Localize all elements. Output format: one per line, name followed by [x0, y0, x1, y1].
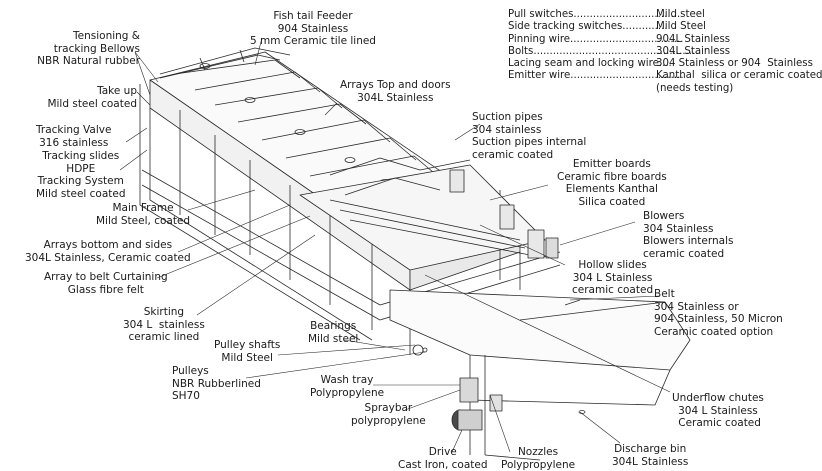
materials-row: Emitter wire............................…	[508, 70, 822, 95]
materials-row: Bolts...................................…	[508, 46, 806, 58]
label-pulley-shafts: Pulley shafts Mild Steel	[214, 339, 281, 364]
materials-material: Mild Steel	[656, 21, 706, 33]
main-frame	[139, 84, 561, 355]
label-pulleys: Pulleys NBR Rubberlined SH70	[172, 365, 261, 402]
materials-part: Pull switches...........................…	[508, 9, 681, 20]
label-blowers: Blowers 304 Stainless Blowers internals …	[643, 210, 734, 260]
label-nozzles: Nozzles Polypropylene	[501, 446, 576, 471]
materials-material: 304 Stainless or 904 Stainless	[656, 58, 813, 70]
label-tracking-slides: Tracking slides HDPE Tracking System Mil…	[36, 150, 126, 200]
label-hollow-slides: Hollow slides 304 L Stainless ceramic co…	[572, 259, 654, 296]
label-curtaining: Array to belt Curtaining Glass fibre fel…	[44, 271, 168, 296]
materials-part: Emitter wire............................…	[508, 70, 684, 82]
label-wash-tray: Wash tray Polypropylene	[310, 374, 385, 399]
materials-row: Lacing seam and locking wire.... 304 Sta…	[508, 58, 813, 70]
materials-row: Pinning wire............................…	[508, 34, 806, 46]
label-discharge-bin: Discharge bin 304L Stainless	[612, 443, 689, 468]
materials-row: Side tracking switches.............. Mil…	[508, 21, 806, 33]
label-drive: Drive Cast Iron, coated	[398, 446, 488, 471]
materials-part: Pinning wire............................…	[508, 33, 684, 45]
label-underflow-chutes: Underflow chutes 304 L Stainless Ceramic…	[672, 392, 764, 429]
materials-material: Kanthal silica or ceramic coated (needs …	[656, 70, 822, 94]
materials-material: Mild steel	[656, 9, 705, 20]
label-tensioning-bellows: Tensioning & tracking Bellows NBR Natura…	[37, 30, 140, 67]
label-belt: Belt 304 Stainless or 904 Stainless, 50 …	[654, 288, 783, 338]
drive-unit	[412, 344, 503, 431]
leader-lines	[119, 37, 671, 453]
feeder	[159, 47, 291, 79]
materials-material: 304L Stainless	[656, 45, 731, 57]
label-take-up: Take up Mild steel coated	[47, 85, 137, 110]
blowers	[449, 169, 559, 259]
label-skirting: Skirting 304 L stainless ceramic lined	[123, 306, 205, 343]
label-arrays-bottom: Arrays bottom and sides 304L Stainless, …	[25, 239, 191, 264]
lower-array	[299, 157, 546, 271]
label-bearings: Bearings Mild steel	[308, 320, 359, 345]
label-emitter-boards: Emitter boards Ceramic fibre boards Elem…	[557, 158, 667, 208]
materials-part: Bolts...................................…	[508, 45, 699, 57]
label-arrays-top: Arrays Top and doors 304L Stainless	[340, 79, 451, 104]
label-main-frame: Main Frame Mild Steel, coated	[96, 202, 191, 227]
materials-material: 904L Stainless	[656, 33, 731, 45]
materials-row: Pull switches...........................…	[508, 9, 806, 21]
label-tracking-valve: Tracking Valve 316 stainless	[36, 124, 112, 149]
label-spraybar: Spraybar polypropylene	[351, 402, 426, 427]
materials-part: Side tracking switches..............	[508, 21, 668, 33]
label-fish-tail-feeder: Fish tail Feeder 904 Stainless 5 mm Cera…	[250, 10, 376, 47]
label-suction-pipes: Suction pipes 304 stainless Suction pipe…	[472, 111, 587, 161]
conveyor-diagram	[119, 37, 691, 461]
materials-list: Pull switches...........................…	[508, 9, 822, 95]
belt-section	[389, 289, 691, 461]
materials-part: Lacing seam and locking wire....	[508, 58, 672, 70]
